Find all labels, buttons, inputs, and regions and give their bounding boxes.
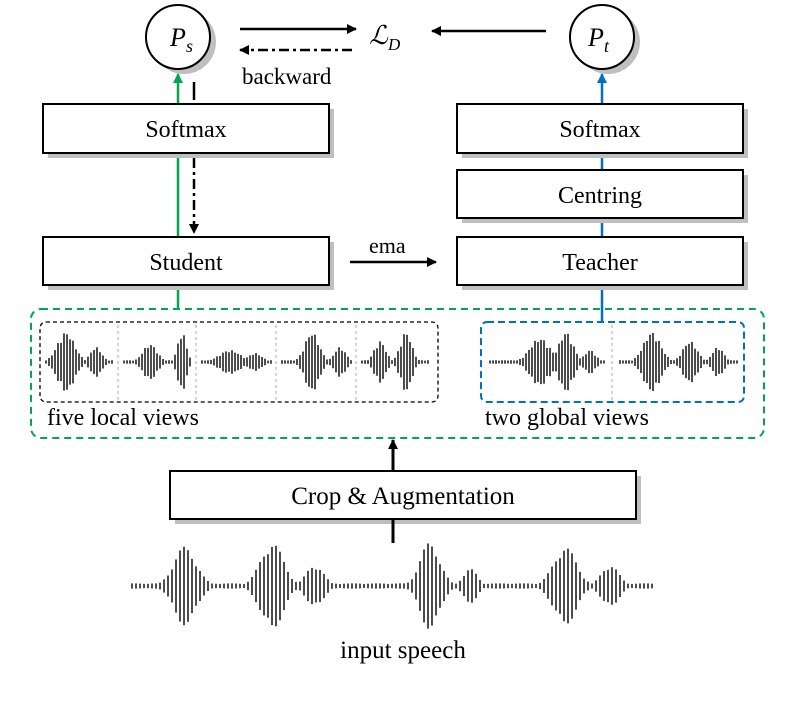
loss-subscript: D [387,35,401,54]
loss-node: ℒ D [369,21,401,54]
ema-label: ema [369,233,406,258]
global-views-label: two global views [485,405,649,431]
crop-augmentation-box: Crop & Augmentation [169,470,641,524]
input-speech-label: input speech [340,637,466,664]
local-view-waveforms [45,333,429,391]
local-views-label: five local views [47,405,199,431]
ps-label: P [169,23,186,52]
pt-label: P [587,23,604,52]
softmax-student-box: Softmax [42,103,334,158]
global-waveform [619,332,738,392]
teacher-box: Teacher [456,236,748,290]
pt-subscript: t [604,36,610,56]
input-waveform [131,543,653,629]
ps-node: P s [145,4,216,74]
local-views-border [39,321,439,403]
student-box: Student [42,236,334,290]
centring-box: Centring [456,169,748,223]
local-waveform [123,335,191,389]
local-waveform [281,334,352,390]
centring-label: Centring [558,183,642,209]
loss-label: ℒ [369,21,389,50]
ps-subscript: s [186,36,193,56]
local-waveform [45,333,113,391]
local-waveform [361,334,429,390]
global-view-waveforms [489,332,738,392]
student-label: Student [149,250,223,276]
input-speech-waveform [131,543,653,629]
teacher-label: Teacher [562,250,638,276]
local-waveform [201,350,272,374]
views-group-border [30,308,765,439]
crop-augmentation-label: Crop & Augmentation [291,483,515,510]
pt-node: P t [569,4,640,74]
softmax-teacher-label: Softmax [559,117,640,143]
softmax-teacher-box: Softmax [456,103,748,158]
softmax-student-label: Softmax [145,117,226,143]
global-waveform [489,333,605,391]
local-view-dividers [117,325,357,400]
global-views-border [480,321,745,403]
backward-label: backward [242,64,332,89]
